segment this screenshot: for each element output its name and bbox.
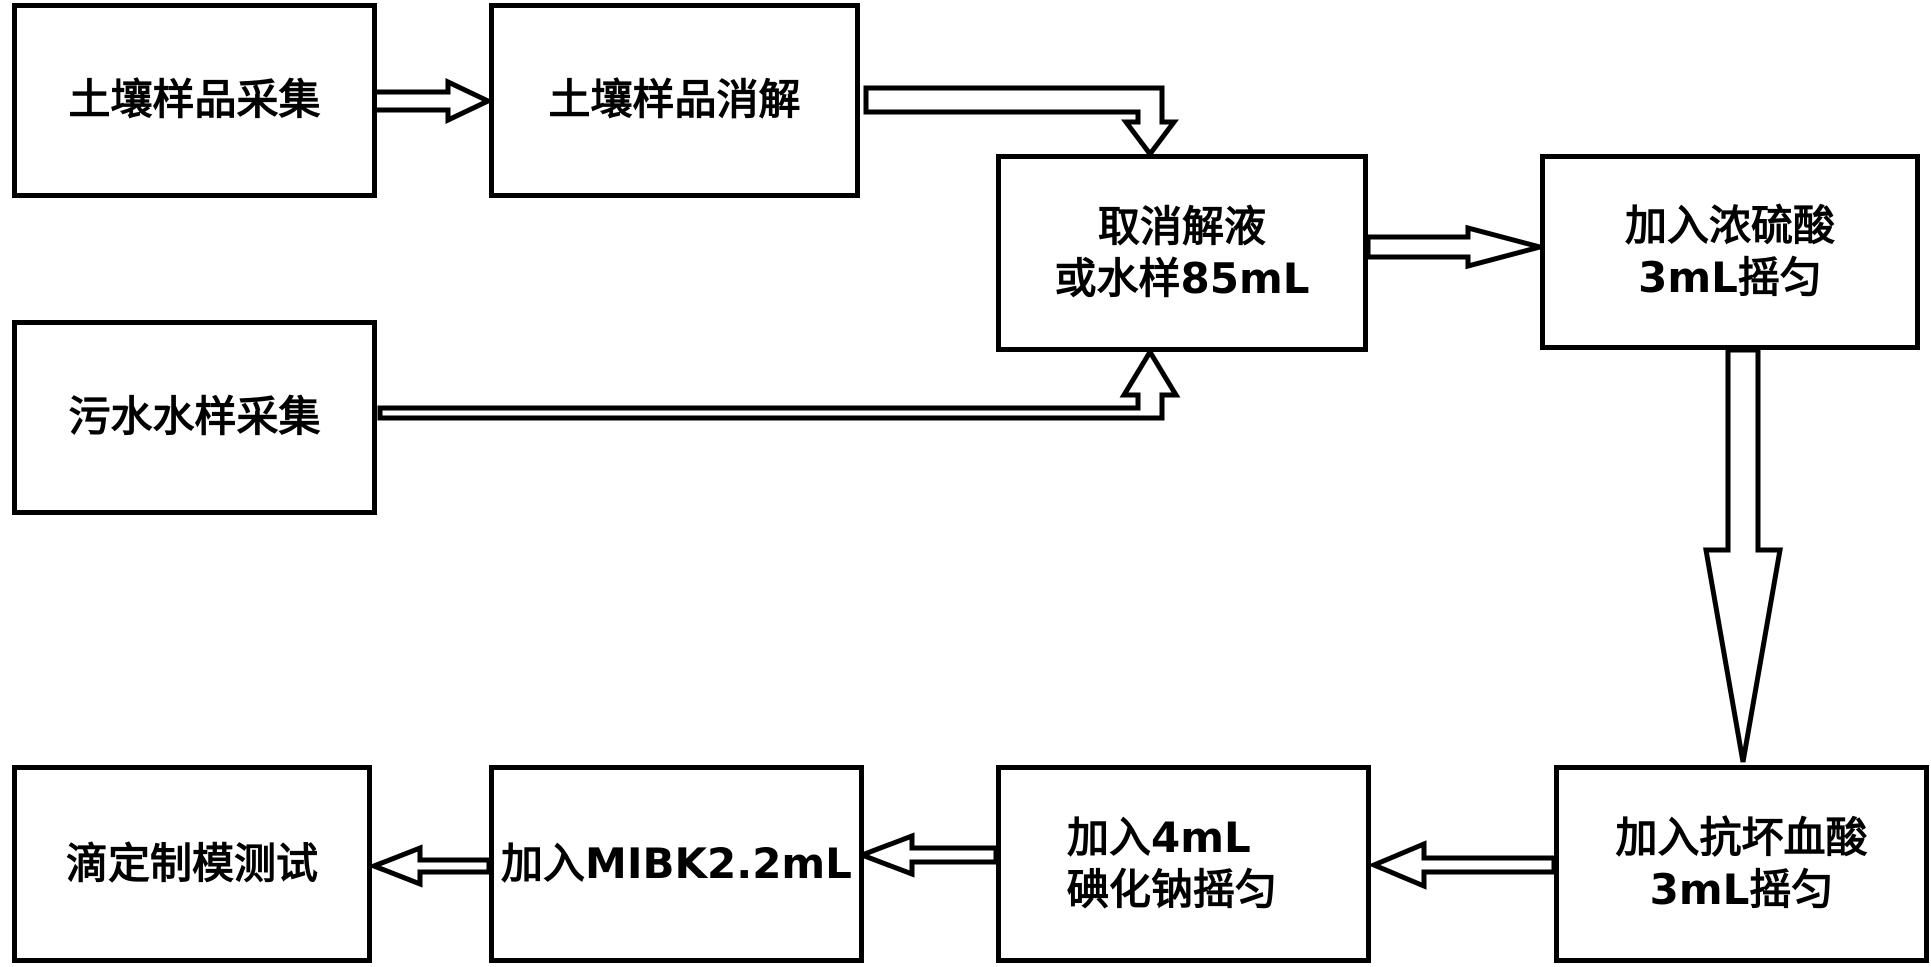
arrow-ascorbic-acid-to-sodium-iodide	[1367, 840, 1557, 890]
step-add-mibk: 加入MIBK2.2mL	[489, 765, 864, 963]
step-add-sodium-iodide-line-1: 加入4mL	[1067, 812, 1251, 862]
step-add-sodium-iodide: 加入4mL 碘化钠摇匀	[996, 765, 1371, 963]
step-add-mibk-label: 加入MIBK2.2mL	[501, 838, 852, 888]
arrow-sulfuric-acid-to-ascorbic-acid	[1703, 347, 1783, 763]
arrow-soil-collection-to-digestion	[371, 78, 494, 124]
step-add-sulfuric-acid: 加入浓硫酸 3mL摇匀	[1540, 154, 1920, 350]
step-titration-test-label: 滴定制模测试	[65, 838, 318, 888]
step-add-ascorbic-acid: 加入抗坏血酸 3mL摇匀	[1554, 765, 1929, 963]
arrow-take-sample-to-sulfuric-acid	[1365, 224, 1550, 270]
step-wastewater-collection: 污水水样采集	[12, 320, 377, 515]
arrow-soil-digestion-to-take-sample	[863, 85, 1179, 159]
step-add-sulfuric-acid-line-1: 加入浓硫酸	[1624, 200, 1835, 250]
step-soil-collection-label: 土壤样品采集	[68, 75, 321, 125]
step-take-sample-line-1: 取消解液	[1097, 201, 1266, 251]
step-soil-digestion-label: 土壤样品消解	[548, 75, 801, 125]
step-add-ascorbic-acid-line-2: 3mL摇匀	[1649, 865, 1834, 914]
step-add-sulfuric-acid-line-2: 3mL摇匀	[1638, 253, 1822, 302]
step-take-sample: 取消解液 或水样85mL	[996, 154, 1368, 352]
arrow-sodium-iodide-to-mibk	[854, 832, 999, 878]
step-soil-digestion: 土壤样品消解	[489, 3, 860, 198]
step-titration-test: 滴定制模测试	[12, 765, 372, 963]
step-add-ascorbic-acid-line-1: 加入抗坏血酸	[1615, 812, 1868, 862]
step-add-sodium-iodide-line-2: 碘化钠摇匀	[1067, 865, 1278, 914]
step-wastewater-collection-label: 污水水样采集	[68, 392, 321, 442]
arrow-mibk-to-titration	[367, 844, 492, 888]
step-take-sample-line-2: 或水样85mL	[1054, 254, 1310, 303]
step-soil-collection: 土壤样品采集	[12, 3, 377, 198]
arrow-wastewater-to-take-sample	[377, 347, 1181, 421]
